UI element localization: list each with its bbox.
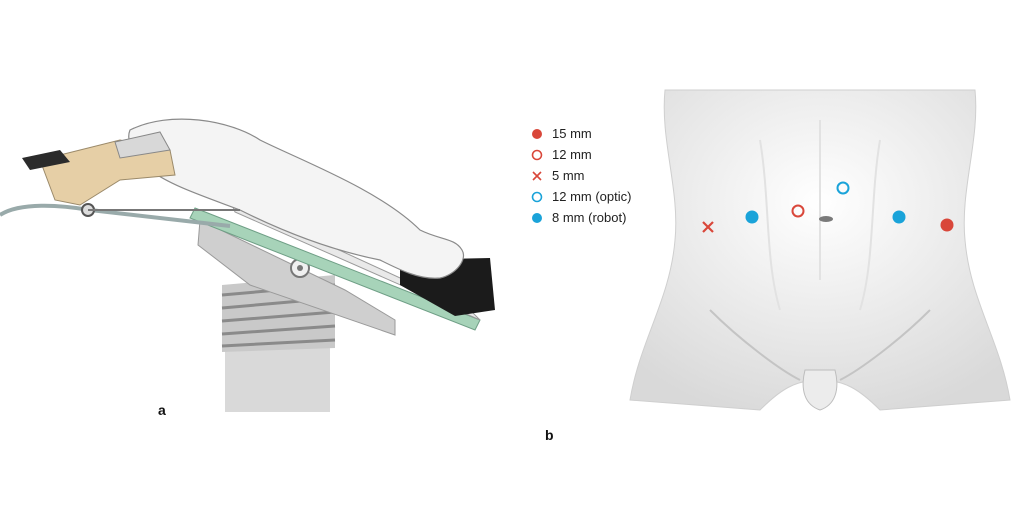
red-cross-icon: [530, 169, 544, 183]
patient-body: [128, 118, 464, 279]
open-red-circle-icon: [530, 148, 544, 162]
filled-blue-circle-icon: [530, 211, 544, 225]
table-pedestal-base: [225, 342, 330, 412]
legend-item: 12 mm (optic): [530, 186, 680, 207]
open-blue-circle-icon: [530, 190, 544, 204]
genitalia: [802, 369, 838, 411]
panel-label-a: a: [158, 402, 166, 418]
legend-label: 15 mm: [552, 126, 592, 141]
legend-label: 5 mm: [552, 168, 585, 183]
table-tilt-housing: [197, 219, 396, 336]
operating-table-illustration: [0, 118, 495, 412]
legend-item: 8 mm (robot): [530, 207, 680, 228]
legend-label: 12 mm: [552, 147, 592, 162]
navel: [819, 216, 833, 222]
legend-item: 15 mm: [530, 123, 680, 144]
port-8mm-robot-right-marker: [892, 210, 906, 224]
trocar-legend: 15 mm 12 mm 5 mm 12 mm (optic) 8 mm (rob…: [530, 123, 680, 228]
port-12mm-marker: [791, 204, 805, 218]
legend-item: 12 mm: [530, 144, 680, 165]
port-8mm-robot-left-marker: [745, 210, 759, 224]
port-12mm-optic-marker: [836, 181, 850, 195]
port-15mm-marker: [940, 218, 954, 232]
legend-label: 12 mm (optic): [552, 189, 632, 204]
abdomen-port-placement-illustration: [629, 89, 1011, 411]
legend-label: 8 mm (robot): [552, 210, 627, 225]
filled-red-circle-icon: [530, 127, 544, 141]
legend-item: 5 mm: [530, 165, 680, 186]
tabletop-rail: [189, 207, 481, 331]
groin-contour: [709, 309, 931, 381]
port-5mm-marker: [702, 221, 714, 233]
panel-label-b: b: [545, 427, 554, 443]
